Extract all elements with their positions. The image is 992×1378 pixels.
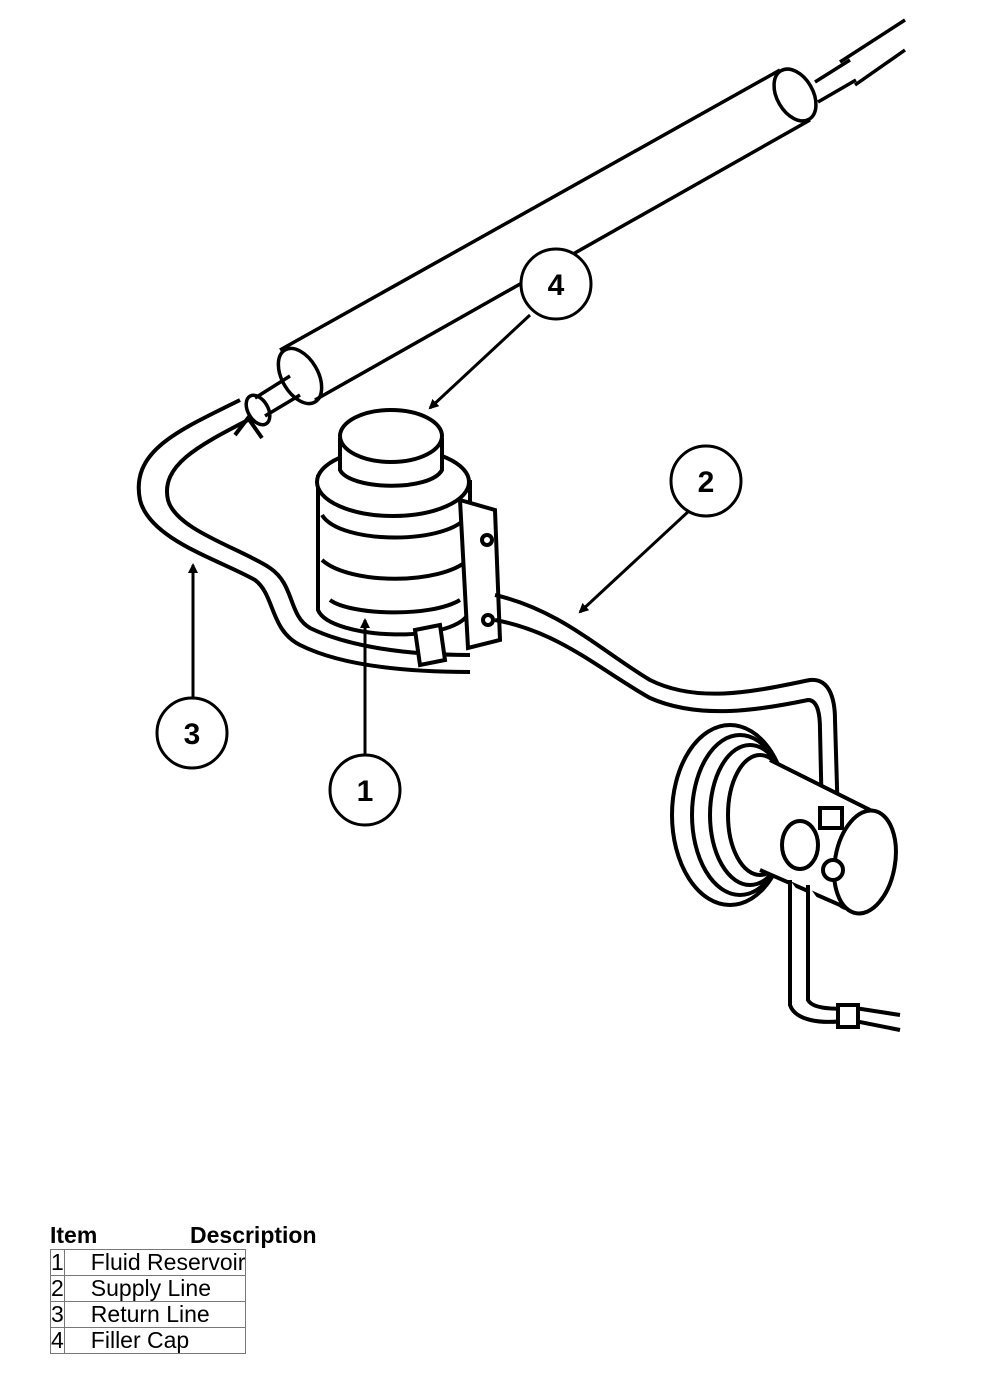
legend-row: 1 Fluid Reservoir: [50, 1249, 247, 1276]
legend-table: 1 Fluid Reservoir 2 Supply Line 3 Return…: [50, 1249, 247, 1354]
supply-line: [494, 593, 840, 821]
steering-cylinder: [244, 18, 907, 427]
filler-cap: [338, 408, 444, 488]
legend-item-description: Filler Cap: [63, 1327, 247, 1354]
power-steering-diagram: 1 2 3 4: [136, 18, 907, 1032]
legend-item-description: Supply Line: [63, 1275, 247, 1302]
callout-1-label: 1: [357, 775, 374, 808]
leader-lines: [188, 313, 692, 760]
callout-2-label: 2: [698, 466, 715, 499]
legend-header-description: Description: [190, 1222, 317, 1248]
legend-row: 2 Supply Line: [50, 1275, 247, 1302]
leader-line-2: [578, 508, 692, 614]
legend-item-number: 3: [50, 1301, 65, 1328]
return-line: [136, 398, 471, 674]
callout-3-label: 3: [184, 718, 201, 751]
callout-4: 4: [519, 247, 593, 321]
callout-4-label: 4: [548, 269, 565, 302]
power-steering-pump: [670, 723, 901, 1032]
legend-item-description: Fluid Reservoir: [63, 1249, 247, 1276]
leader-line-4: [428, 313, 532, 410]
legend-item-description: Return Line: [63, 1301, 247, 1328]
legend-item-number: 2: [50, 1275, 65, 1302]
legend-header-item: Item: [50, 1222, 98, 1248]
callout-3: 3: [155, 696, 229, 770]
legend-row: 3 Return Line: [50, 1301, 247, 1328]
callout-2: 2: [669, 444, 743, 518]
legend-item-number: 1: [50, 1249, 65, 1276]
legend-row: 4 Filler Cap: [50, 1327, 247, 1354]
legend-item-number: 4: [50, 1327, 65, 1354]
callout-1: 1: [328, 753, 402, 827]
